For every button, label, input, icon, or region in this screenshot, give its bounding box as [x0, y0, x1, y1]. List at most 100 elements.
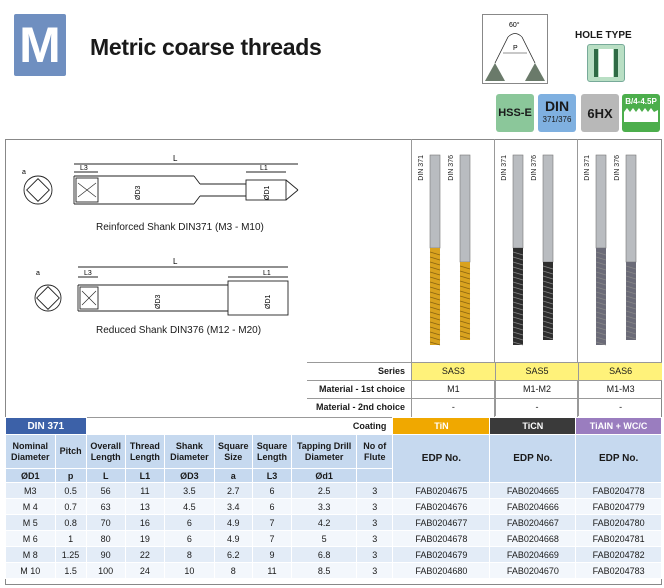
thread-form-badge: B/4-4.5P	[622, 94, 660, 132]
material1-cell: M1-M3	[578, 381, 662, 398]
tool-standard-label: DIN 371	[418, 155, 425, 181]
header-edp-3: EDP No.	[575, 434, 662, 483]
symbol-p: p	[54, 468, 87, 483]
dim-a-label: a	[22, 169, 26, 176]
header-edp-1: EDP No.	[392, 434, 491, 483]
dim-L3-label-reduced: L3	[84, 270, 92, 277]
header-edp-2: EDP No.	[489, 434, 577, 483]
edp-number-cell: FAB0204680	[392, 562, 491, 579]
tool-standard-label: DIN 376	[614, 155, 621, 181]
nominal-diameter-cell: M3	[5, 482, 56, 499]
overall-length-cell: 90	[85, 546, 126, 563]
tool-standard-label: DIN 371	[584, 155, 591, 181]
material2-label: Material - 2nd choice	[315, 402, 405, 412]
edp-number-cell: FAB0204675	[392, 482, 491, 499]
edp-number-cell: FAB0204679	[392, 546, 491, 563]
edp-number-cell: FAB0204677	[392, 514, 491, 531]
edp-number-cell: FAB0204676	[392, 498, 491, 515]
thread-length-cell: 16	[124, 514, 166, 531]
thread-length-cell: 19	[124, 530, 166, 547]
dim-L1-label-reduced: L1	[263, 270, 271, 277]
square-size-cell: 3.4	[213, 498, 253, 515]
reinforced-shank-caption: Reinforced Shank DIN371 (M3 - M10)	[96, 222, 264, 233]
coating-cell: TiCN	[489, 417, 577, 435]
flute-count-cell: 3	[356, 498, 394, 515]
dim-L-label: L	[173, 154, 178, 163]
nominal-diameter-cell: M 5	[5, 514, 56, 531]
header-thread-length: Thread Length	[124, 434, 166, 469]
flute-count-cell: 3	[356, 514, 394, 531]
din-section-title: DIN 371	[5, 417, 87, 435]
header-pitch: Pitch	[54, 434, 87, 469]
square-size-cell: 8	[213, 562, 253, 579]
pitch-cell: 1.25	[54, 546, 87, 563]
tapping-drill-cell: 6.8	[291, 546, 358, 563]
symbol-flute	[356, 468, 394, 483]
material2-cell: -	[578, 399, 662, 416]
material2-row: Material - 2nd choice - - -	[307, 398, 662, 416]
square-size-cell: 2.7	[213, 482, 253, 499]
square-length-cell: 11	[251, 562, 293, 579]
series-row: Series SAS3 SAS5 SAS6	[307, 362, 663, 380]
material2-cell: -	[411, 399, 495, 416]
edp-number-cell: FAB0204783	[575, 562, 662, 579]
overall-length-cell: 63	[85, 498, 126, 515]
overall-length-cell: 56	[85, 482, 126, 499]
hole-type-label: HOLE TYPE	[575, 30, 632, 41]
edp-number-cell: FAB0204665	[489, 482, 577, 499]
coating-cell: TiN	[392, 417, 491, 435]
nominal-diameter-cell: M 8	[5, 546, 56, 563]
thread-profile-icon: 60° P	[485, 21, 545, 81]
tapping-drill-cell: 3.3	[291, 498, 358, 515]
reduced-shank-drawing: L L3 L1 a ØD3 ØD1	[34, 257, 289, 316]
pitch-cell: 0.8	[54, 514, 87, 531]
edp-number-cell: FAB0204781	[575, 530, 662, 547]
overall-length-cell: 100	[85, 562, 126, 579]
shank-diameter-cell: 4.5	[164, 498, 215, 515]
series-cell: SAS6	[578, 363, 663, 380]
edp-number-cell: FAB0204668	[489, 530, 577, 547]
shank-diameter-cell: 8	[164, 546, 215, 563]
symbol-L1: L1	[124, 468, 166, 483]
overall-length-cell: 70	[85, 514, 126, 531]
edp-number-cell: FAB0204670	[489, 562, 577, 579]
material1-cell: M1	[411, 381, 495, 398]
tapping-drill-cell: 2.5	[291, 482, 358, 499]
dim-D3-label-reduced: ØD3	[155, 295, 162, 310]
edp-number-cell: FAB0204667	[489, 514, 577, 531]
coating-label: Coating	[85, 417, 394, 435]
thread-length-cell: 24	[124, 562, 166, 579]
overall-length-cell: 80	[85, 530, 126, 547]
dim-L1-label: L1	[260, 165, 268, 172]
square-size-cell: 4.9	[213, 530, 253, 547]
section-letter-badge: M	[14, 14, 66, 76]
standard-badge-sub: 371/376	[542, 115, 572, 124]
edp-number-cell: FAB0204782	[575, 546, 662, 563]
shank-diameter-cell: 6	[164, 514, 215, 531]
edp-number-cell: FAB0204779	[575, 498, 662, 515]
header-overall-length: Overall Length	[85, 434, 126, 469]
tool-standard-label: DIN 376	[531, 155, 538, 181]
page-title: Metric coarse threads	[90, 34, 322, 60]
symbol-L3: L3	[251, 468, 293, 483]
thread-form-label: B/4-4.5P	[625, 97, 657, 106]
coating-row: DIN 371 Coating TiN TiCN TiAIN + WC/C	[5, 417, 662, 435]
series-label: Series	[377, 366, 405, 376]
dim-D1-label: ØD1	[264, 186, 271, 201]
shank-diameter-cell: 6	[164, 530, 215, 547]
thread-length-cell: 11	[124, 482, 166, 499]
flute-count-cell: 3	[356, 546, 394, 563]
symbol-D1: ØD1	[5, 468, 56, 483]
through-hole-icon	[587, 44, 625, 82]
coating-cell: TiAIN + WC/C	[575, 417, 662, 435]
edp-number-cell: FAB0204778	[575, 482, 662, 499]
thread-pitch-label: P	[513, 45, 518, 52]
dim-D3-label: ØD3	[135, 186, 142, 201]
symbol-L: L	[85, 468, 126, 483]
shank-diameter-cell: 3.5	[164, 482, 215, 499]
header-tapping-drill: Tapping Drill Diameter	[291, 434, 358, 469]
thread-length-cell: 22	[124, 546, 166, 563]
